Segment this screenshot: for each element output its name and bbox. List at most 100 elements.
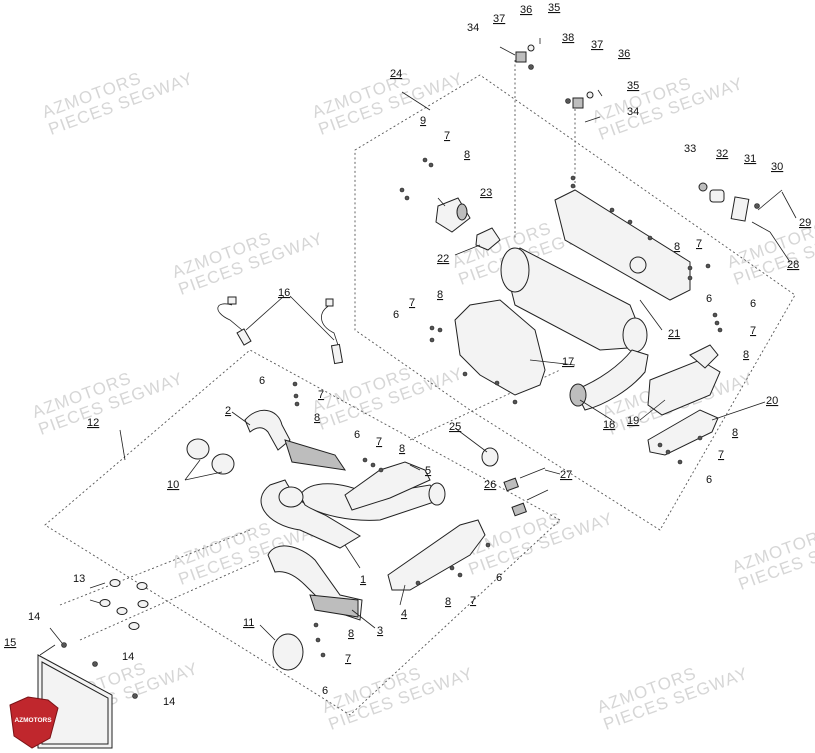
callout-13: 13 bbox=[73, 573, 85, 585]
callout-26: 26 bbox=[484, 479, 496, 491]
callout-37: 37 bbox=[591, 39, 603, 51]
callout-27: 27 bbox=[560, 469, 572, 481]
pipe-shield-20 bbox=[647, 409, 719, 456]
callout-3: 3 bbox=[377, 625, 383, 637]
callout-19: 19 bbox=[627, 415, 639, 427]
callout-34: 34 bbox=[627, 106, 639, 118]
callout-6: 6 bbox=[706, 293, 712, 305]
springs-26 bbox=[503, 477, 527, 517]
callout-8: 8 bbox=[464, 149, 470, 161]
callout-28: 28 bbox=[787, 259, 799, 271]
callout-6: 6 bbox=[259, 375, 265, 387]
callout-6: 6 bbox=[496, 572, 502, 584]
callout-2: 2 bbox=[225, 405, 231, 417]
callout-6: 6 bbox=[706, 474, 712, 486]
callout-8: 8 bbox=[348, 628, 354, 640]
mid-pipe-18 bbox=[574, 349, 649, 411]
callout-14: 14 bbox=[28, 611, 40, 623]
callout-8: 8 bbox=[437, 289, 443, 301]
callout-25: 25 bbox=[449, 421, 461, 433]
callout-7: 7 bbox=[470, 595, 476, 607]
header-pipe-3 bbox=[267, 545, 363, 621]
callout-7: 7 bbox=[718, 449, 724, 461]
silencer-21 bbox=[500, 189, 691, 353]
centerline bbox=[409, 369, 561, 441]
callout-7: 7 bbox=[409, 297, 415, 309]
callout-34: 34 bbox=[467, 22, 479, 34]
callout-18: 18 bbox=[603, 419, 615, 431]
clamps-10 bbox=[186, 438, 235, 475]
callout-8: 8 bbox=[732, 427, 738, 439]
fasteners bbox=[292, 157, 723, 658]
assembly-boundary-24 bbox=[354, 74, 796, 531]
heat-shield-17 bbox=[454, 299, 546, 396]
callout-35: 35 bbox=[627, 80, 639, 92]
top-mount-hardware bbox=[499, 38, 603, 123]
callout-6: 6 bbox=[750, 298, 756, 310]
callout-8: 8 bbox=[445, 596, 451, 608]
oxygen-sensors-16 bbox=[217, 296, 344, 365]
callout-7: 7 bbox=[345, 653, 351, 665]
bracket-15 bbox=[37, 642, 138, 749]
callout-21: 21 bbox=[668, 328, 680, 340]
callout-29: 29 bbox=[799, 217, 811, 229]
callout-14: 14 bbox=[122, 651, 134, 663]
callout-1: 1 bbox=[360, 574, 366, 586]
pipe-shield-19 bbox=[647, 359, 721, 416]
callout-20: 20 bbox=[766, 395, 778, 407]
heat-shield-4 bbox=[387, 519, 486, 591]
callout-7: 7 bbox=[376, 436, 382, 448]
callout-8: 8 bbox=[743, 349, 749, 361]
callout-36: 36 bbox=[618, 48, 630, 60]
gasket-25 bbox=[481, 447, 499, 467]
bolts-27 bbox=[519, 467, 549, 501]
callout-9: 9 bbox=[420, 115, 426, 127]
callout-37: 37 bbox=[493, 13, 505, 25]
bracket-assembly bbox=[698, 182, 783, 233]
gasket-22 bbox=[475, 227, 501, 251]
callout-38: 38 bbox=[562, 32, 574, 44]
svg-text:AZMOTORS: AZMOTORS bbox=[14, 717, 52, 724]
callout-7: 7 bbox=[318, 389, 324, 401]
callout-8: 8 bbox=[314, 412, 320, 424]
callout-6: 6 bbox=[354, 429, 360, 441]
callout-35: 35 bbox=[548, 2, 560, 14]
callout-labels: 1 2 3 4 5 6 6 6 6 6 6 6 6 7 7 7 7 7 7 7 … bbox=[4, 2, 811, 708]
azmotors-logo: AZMOTORS bbox=[9, 696, 59, 749]
callout-22: 22 bbox=[437, 253, 449, 265]
callout-6: 6 bbox=[393, 309, 399, 321]
leader-lines bbox=[39, 91, 797, 656]
callout-14: 14 bbox=[163, 696, 175, 708]
callout-30: 30 bbox=[771, 161, 783, 173]
callout-16: 16 bbox=[278, 287, 290, 299]
callout-8: 8 bbox=[399, 443, 405, 455]
callout-4: 4 bbox=[401, 608, 407, 620]
callout-24: 24 bbox=[390, 68, 402, 80]
heat-shield-5 bbox=[344, 461, 431, 511]
callout-31: 31 bbox=[744, 153, 756, 165]
callout-23: 23 bbox=[480, 187, 492, 199]
callout-7: 7 bbox=[444, 130, 450, 142]
pipe-shield-top bbox=[689, 344, 719, 369]
callout-11: 11 bbox=[243, 617, 254, 629]
callout-5: 5 bbox=[425, 465, 431, 477]
callout-32: 32 bbox=[716, 148, 728, 160]
callout-15: 15 bbox=[4, 637, 16, 649]
callout-7: 7 bbox=[696, 238, 702, 250]
pipe-end-18 bbox=[569, 383, 587, 407]
gaskets-13 bbox=[99, 579, 149, 630]
callout-12: 12 bbox=[87, 417, 99, 429]
header-pipe-2 bbox=[244, 410, 347, 471]
callout-7: 7 bbox=[750, 325, 756, 337]
callout-8: 8 bbox=[674, 241, 680, 253]
callout-36: 36 bbox=[520, 4, 532, 16]
callout-6: 6 bbox=[322, 685, 328, 697]
clamp-11 bbox=[272, 633, 304, 671]
sleeve-23 bbox=[435, 197, 471, 233]
callout-33: 33 bbox=[684, 143, 696, 155]
callout-17: 17 bbox=[562, 356, 574, 368]
centerline bbox=[79, 559, 261, 641]
callout-10: 10 bbox=[167, 479, 179, 491]
